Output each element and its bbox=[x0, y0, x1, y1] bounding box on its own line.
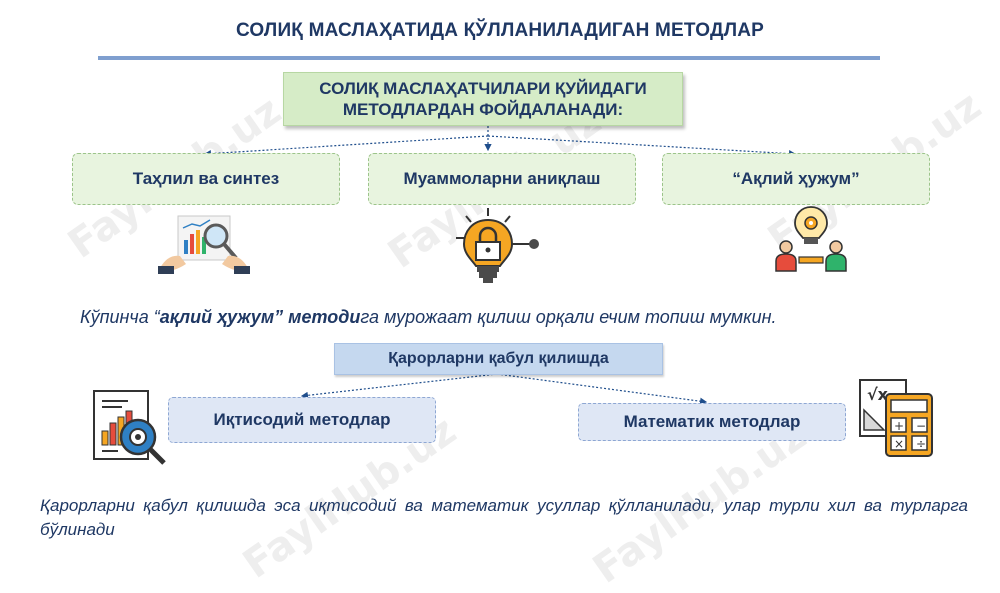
method-box-brainstorm: “Ақлий ҳужум” bbox=[662, 153, 930, 205]
page-title: СОЛИҚ МАСЛАҲАТИДА ҚЎЛЛАНИЛАДИГАН МЕТОДЛА… bbox=[235, 20, 765, 41]
method-box-problems: Муаммоларни аниқлаш bbox=[368, 153, 636, 205]
decision-label: Қарорларни қабул қилишда bbox=[388, 350, 609, 367]
analysis-icon bbox=[158, 215, 250, 274]
svg-text:÷: ÷ bbox=[916, 437, 926, 451]
lightbulb-lock-icon bbox=[456, 208, 539, 283]
method-label: Муаммоларни аниқлаш bbox=[403, 169, 601, 188]
method-label: Иқтисодий методлар bbox=[213, 410, 391, 429]
decision-box: Қарорларни қабул қилишда bbox=[334, 343, 663, 375]
title-divider bbox=[98, 56, 880, 60]
top-connectors bbox=[203, 126, 797, 405]
svg-text:−: − bbox=[916, 419, 926, 433]
method-box-math: Математик методлар bbox=[578, 403, 846, 441]
svg-text:×: × bbox=[894, 437, 904, 451]
method-box-analysis: Таҳлил ва синтез bbox=[72, 153, 340, 205]
math-calculator-icon: √x + − × ÷ bbox=[859, 379, 933, 457]
report-gear-icon bbox=[93, 390, 166, 465]
brainstorm-icon bbox=[775, 206, 847, 272]
method-label: Математик методлар bbox=[623, 412, 801, 431]
header-line-2: МЕТОДЛАРДАН ФОЙДАЛАНАДИ: bbox=[342, 100, 624, 119]
header-line-1: СОЛИҚ МАСЛАҲАТЧИЛАРИ ҚУЙИДАГИ bbox=[319, 79, 647, 98]
method-label: Таҳлил ва синтез bbox=[132, 169, 280, 188]
brainstorm-sentence: Кўпинча “ақлий ҳужум” методига мурожаат … bbox=[80, 307, 777, 327]
svg-text:+: + bbox=[894, 419, 904, 433]
decision-sentence: Қарорларни қабул қилишда эса иқтисодий в… bbox=[40, 496, 968, 539]
svg-text:√x: √x bbox=[867, 385, 889, 404]
method-label: “Ақлий ҳужум” bbox=[732, 169, 860, 188]
methods-header-box: СОЛИҚ МАСЛАҲАТЧИЛАРИ ҚУЙИДАГИ МЕТОДЛАРДА… bbox=[283, 72, 683, 126]
method-box-economic: Иқтисодий методлар bbox=[168, 397, 436, 443]
